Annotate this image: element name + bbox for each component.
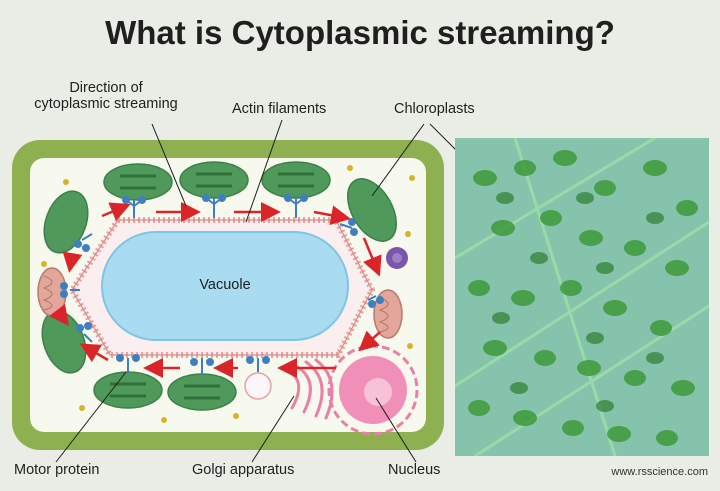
chloroplast: [104, 164, 172, 200]
label-chloroplasts: Chloroplasts: [394, 101, 475, 117]
microscope-photo: [455, 138, 709, 456]
chloroplast: [180, 162, 248, 198]
credit-url: www.rsscience.com: [611, 466, 708, 478]
white-vesicle: [245, 373, 271, 399]
label-direction-line1: Direction of: [6, 80, 206, 96]
label-direction-line2: cytoplasmic streaming: [6, 96, 206, 112]
label-direction-of-streaming: Direction of cytoplasmic streaming: [6, 80, 206, 112]
label-golgi-apparatus: Golgi apparatus: [192, 462, 294, 478]
label-vacuole: Vacuole: [150, 277, 300, 293]
chloroplast: [262, 162, 330, 198]
label-motor-protein: Motor protein: [14, 462, 99, 478]
chloroplast: [94, 372, 162, 408]
label-actin-filaments: Actin filaments: [232, 101, 326, 117]
chloroplast: [168, 374, 236, 410]
label-nucleus: Nucleus: [388, 462, 440, 478]
